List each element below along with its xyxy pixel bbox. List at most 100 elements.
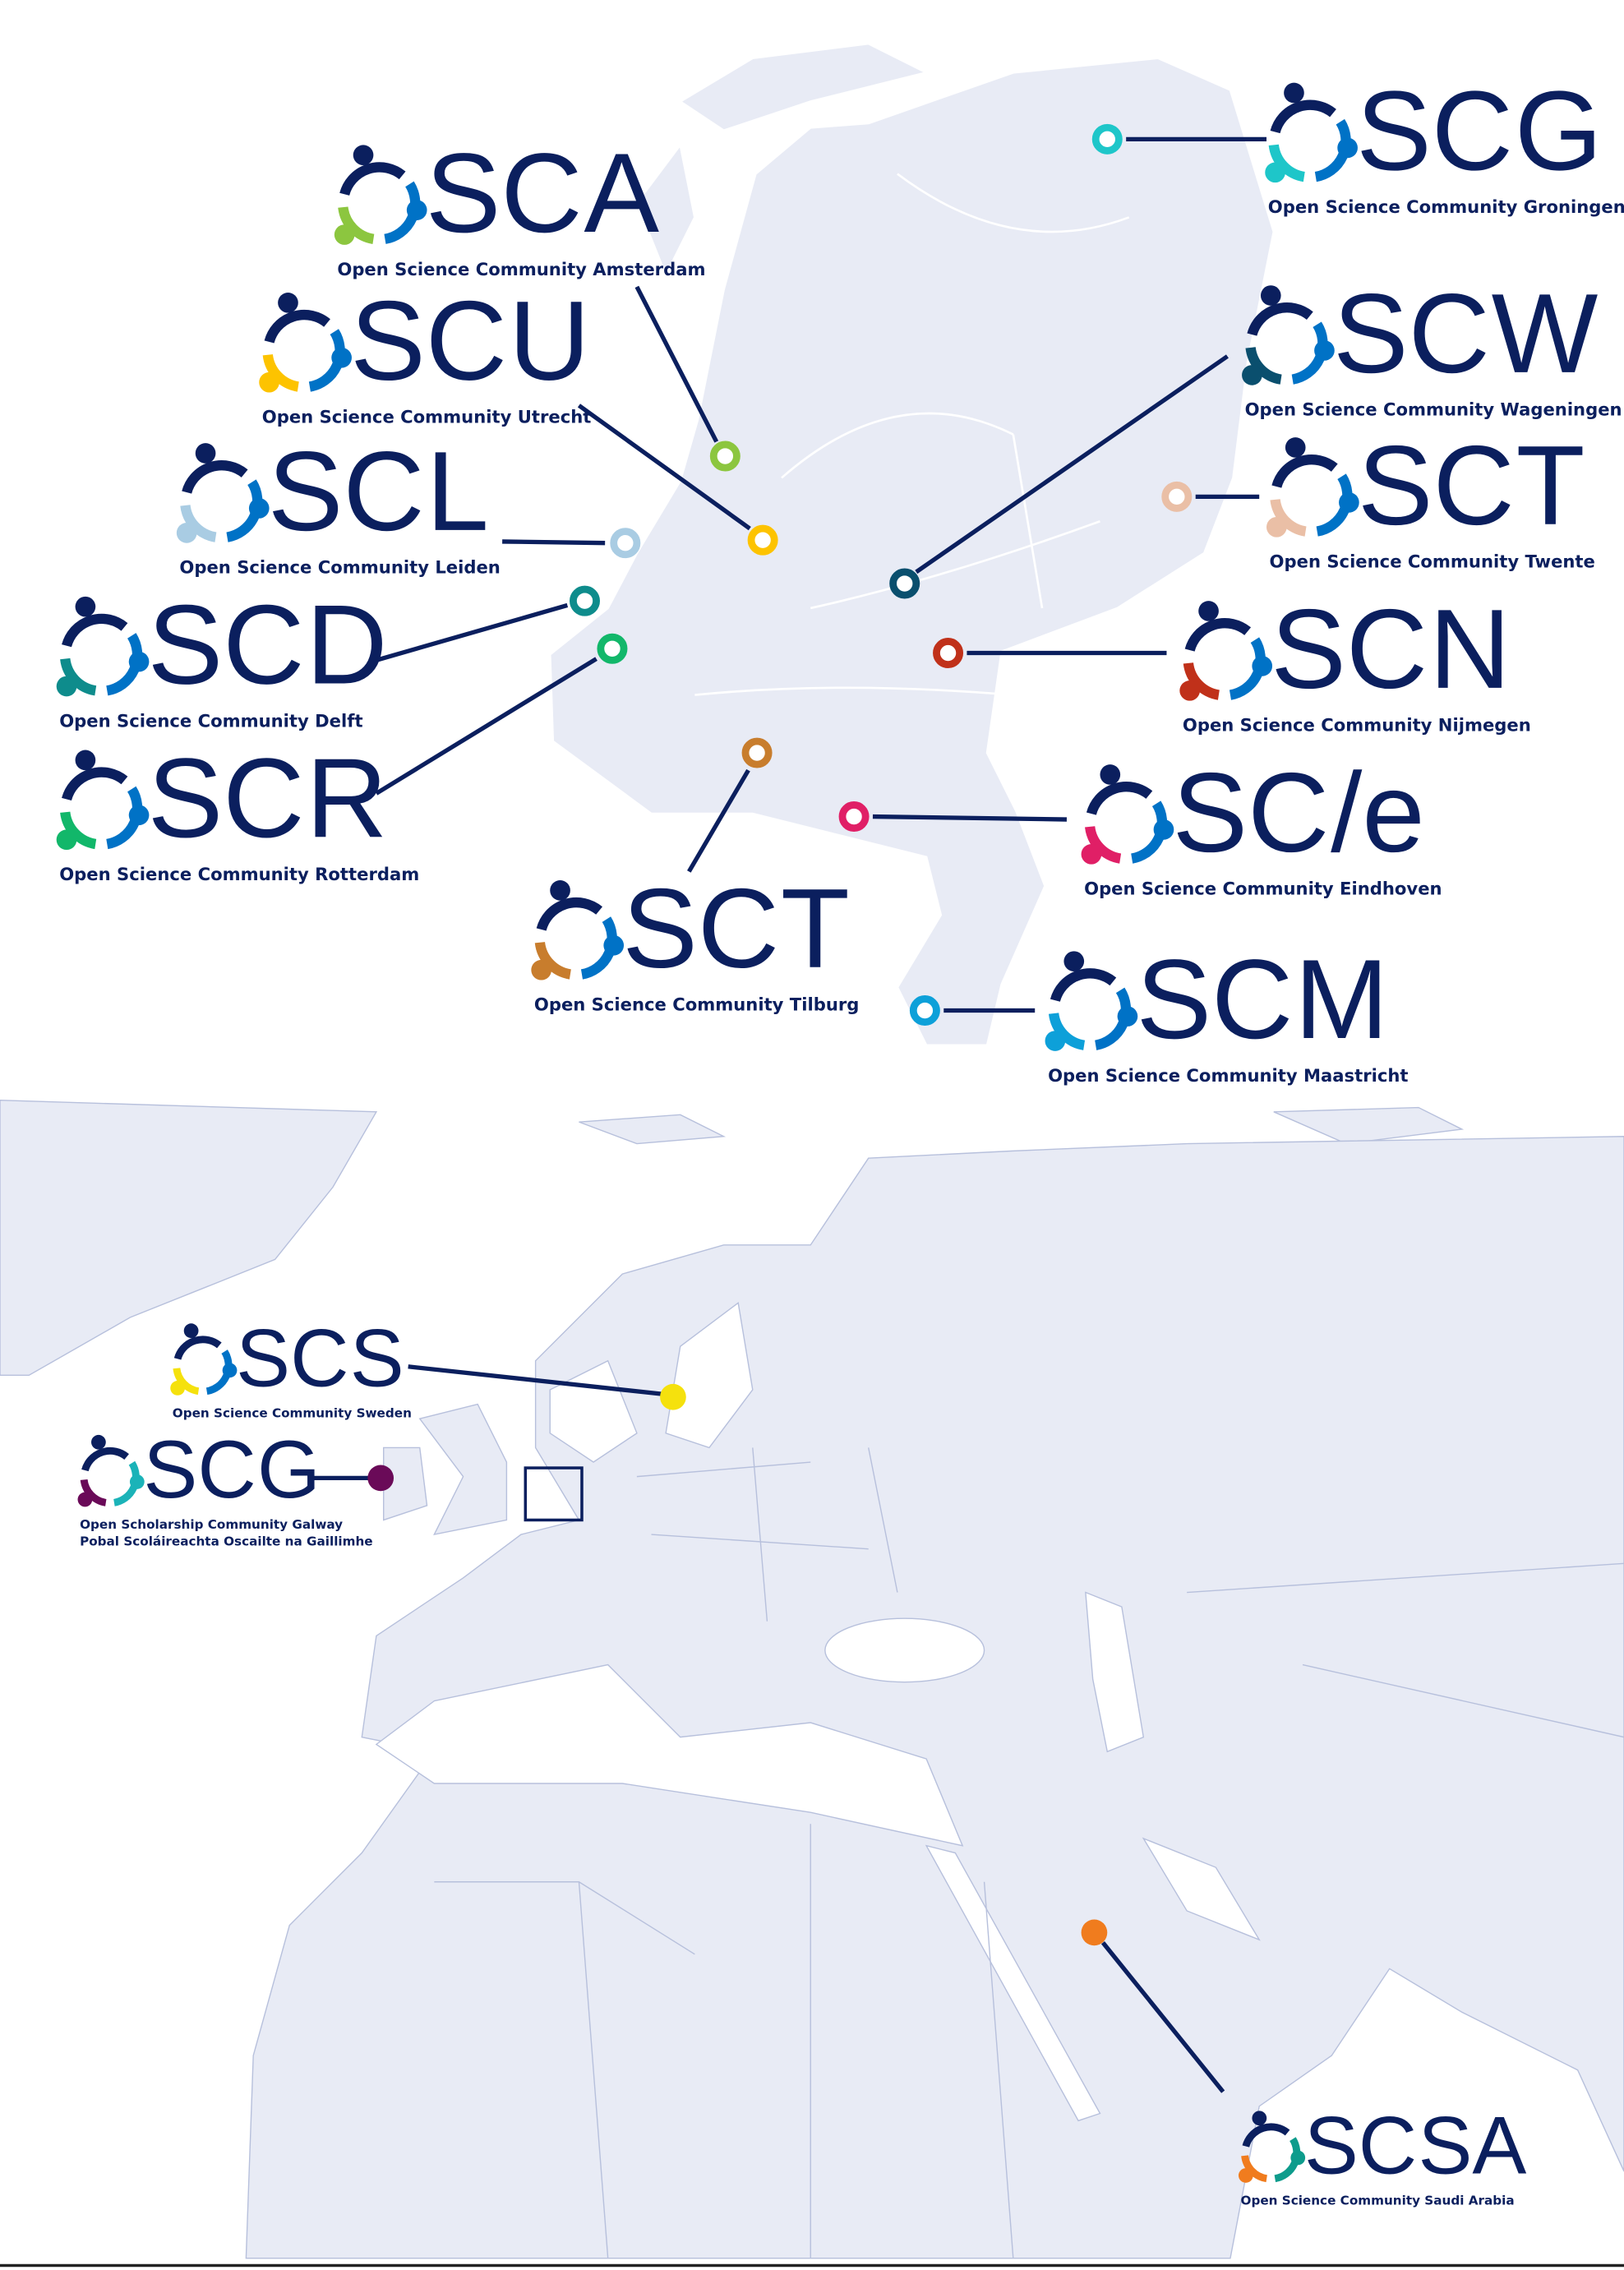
logo-wordmark-suffix: U (509, 279, 590, 404)
logo-head-icon (1337, 137, 1358, 159)
location-marker-icon[interactable] (1091, 123, 1123, 155)
logo-wordmark-suffix: L (426, 429, 488, 555)
logo-wordmark-prefix: SC (148, 583, 305, 708)
logo-wordmark-prefix: SC (1173, 750, 1330, 876)
logo-wordmark-suffix: R (306, 736, 387, 861)
logo-wordmark-suffix: N (1429, 587, 1511, 713)
logo-head-icon (1252, 656, 1273, 676)
logo-wordmark-prefix: SC (143, 1423, 256, 1515)
logo-head-icon (1284, 82, 1304, 104)
leader-line (915, 354, 1229, 574)
logo-wordmark-prefix: SC (622, 866, 779, 992)
logo-head-icon (129, 1474, 145, 1489)
location-marker-icon[interactable] (570, 585, 600, 616)
logo-head-icon (56, 676, 77, 697)
logo-arc-icon (1247, 302, 1313, 336)
logo-head-icon (75, 596, 96, 617)
community-name: Open Science Community Sweden (173, 1405, 412, 1420)
community-name: Open Science Community Saudi Arabia (1241, 2193, 1515, 2208)
logo-wordmark-prefix: SC (236, 1312, 348, 1403)
community-name: Open Science Community Groningen (1268, 196, 1624, 217)
logo-head-icon (1290, 2150, 1306, 2166)
logo-arc-icon (1184, 618, 1251, 652)
logo-wordmark-prefix: SC (148, 736, 305, 861)
location-marker-icon[interactable] (741, 737, 773, 768)
community-name: Open Science Community Amsterdam (337, 259, 705, 279)
logo-wordmark-suffix: /e (1331, 750, 1425, 876)
logo-arc-icon (264, 309, 330, 344)
logo-arc-icon (62, 767, 128, 801)
location-marker-icon[interactable] (610, 528, 641, 559)
logo-wordmark-prefix: SC (268, 429, 425, 555)
community-name: Open Science Community Nijmegen (1183, 715, 1531, 736)
logo-head-icon (128, 805, 150, 826)
logo-head-icon (1045, 1031, 1066, 1051)
logo-arc-icon (173, 1336, 222, 1360)
logo-arc-icon (534, 941, 572, 980)
logo-arc-icon (1050, 968, 1117, 1003)
logo-wordmark-suffix: A (584, 131, 659, 256)
location-marker-icon[interactable] (747, 524, 778, 556)
logo-head-icon (183, 1323, 199, 1339)
logo-arc-icon (80, 1479, 107, 1506)
logo-head-icon (1285, 437, 1306, 458)
logo-arc-icon (1183, 662, 1220, 700)
logo-head-icon (176, 523, 197, 543)
logo-head-icon (77, 1492, 93, 1507)
location-marker-icon[interactable] (838, 801, 870, 833)
logo-arc-icon (1048, 1013, 1086, 1050)
logo-wordmark-prefix: SC (1271, 587, 1428, 713)
community-name: Open Science Community Utrecht (262, 407, 592, 427)
logo-wordmark-suffix: G (1515, 68, 1603, 194)
location-marker-icon[interactable] (909, 995, 940, 1027)
location-marker-icon[interactable] (660, 1383, 686, 1410)
logo-wordmark-suffix: D (306, 583, 387, 708)
logo-head-icon (353, 145, 374, 166)
location-marker-icon[interactable] (709, 441, 740, 472)
logo-head-icon (1198, 601, 1219, 621)
logo-arc-icon (1245, 346, 1282, 385)
logo-head-icon (75, 750, 96, 771)
logo-head-icon (1117, 1006, 1138, 1027)
location-marker-icon[interactable] (889, 568, 920, 599)
logo-arc-icon (180, 504, 217, 542)
logo-head-icon (170, 1381, 186, 1396)
logo-head-icon (1238, 2168, 1253, 2183)
location-marker-icon[interactable] (1161, 481, 1193, 512)
location-marker-icon[interactable] (933, 638, 964, 669)
logo-wordmark-prefix: SC (1333, 271, 1490, 397)
logo-head-icon (259, 371, 279, 393)
location-marker-icon[interactable] (367, 1465, 394, 1492)
community-utrecht[interactable]: SC U Open Science Community Utrecht (259, 279, 778, 556)
logo-head-icon (1265, 162, 1285, 183)
logo-head-icon (1081, 844, 1102, 865)
logo-arc-icon (60, 657, 97, 696)
community-name: Open Science Community Maastricht (1048, 1065, 1408, 1086)
logo-wordmark-suffix: T (1516, 423, 1585, 549)
location-marker-icon[interactable] (597, 633, 628, 664)
logo-head-icon (550, 880, 570, 901)
location-marker-icon[interactable] (1081, 1919, 1108, 1946)
logo-wordmark-suffix: M (1294, 937, 1388, 1063)
logo-head-icon (334, 224, 355, 245)
